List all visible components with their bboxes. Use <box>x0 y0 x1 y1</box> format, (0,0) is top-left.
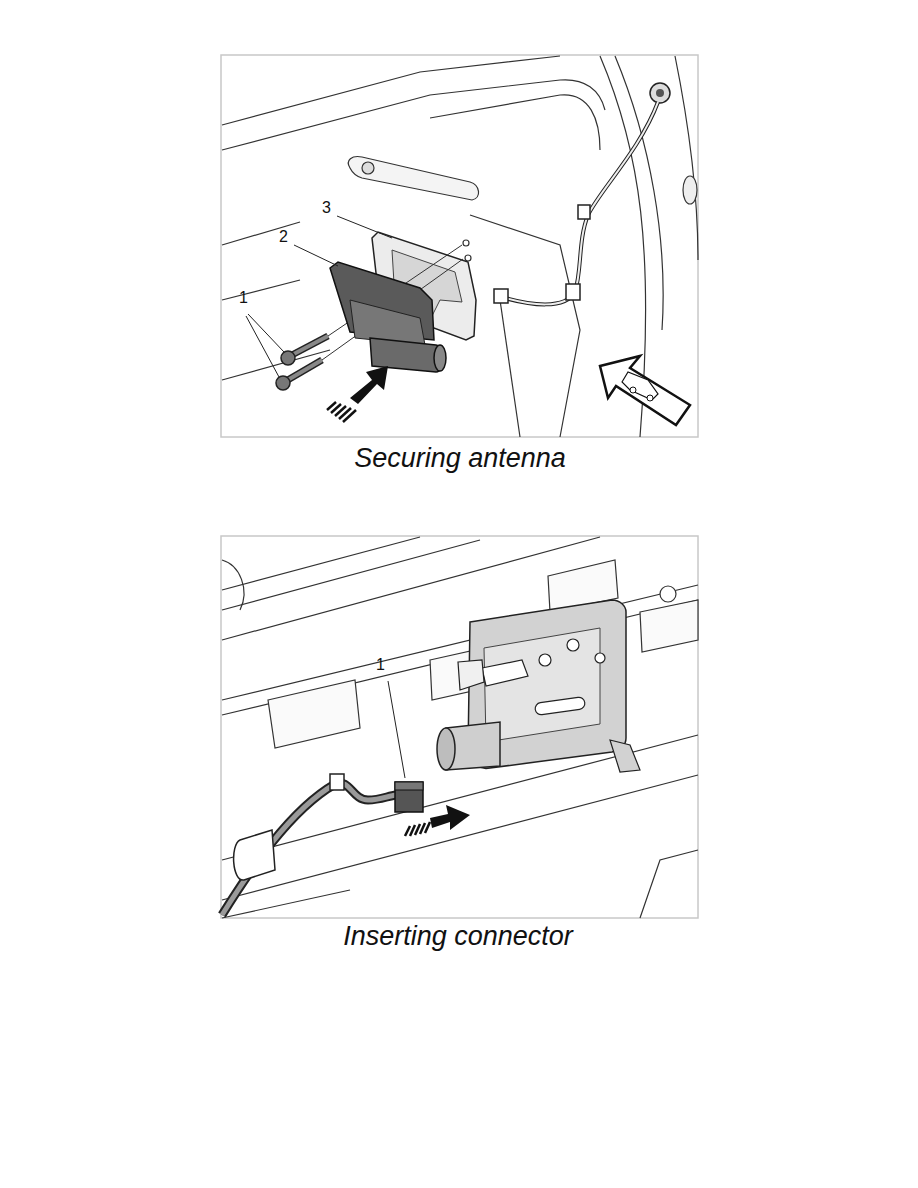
connector <box>395 782 423 812</box>
cable <box>330 774 344 790</box>
figure-caption: Securing antenna <box>354 444 566 474</box>
bumper-body <box>463 240 469 246</box>
leader-lines <box>388 681 405 778</box>
antenna-module <box>482 660 528 686</box>
direction-arrow <box>343 410 356 422</box>
panel-frame <box>221 55 698 437</box>
vehicle-direction-symbol <box>630 387 636 393</box>
bumper-body <box>430 95 600 150</box>
direction-arrow <box>405 805 470 836</box>
callout-number: 1 <box>376 657 385 673</box>
figure-caption: Inserting connector <box>343 922 573 952</box>
leader-lines <box>294 245 338 266</box>
panel-frame <box>221 536 698 918</box>
bumper-body <box>362 162 374 174</box>
wire-harness <box>505 102 658 304</box>
antenna-housing <box>434 345 446 371</box>
leader-lines <box>246 216 392 377</box>
cable <box>222 783 396 915</box>
leader-lines <box>337 216 392 238</box>
antenna-module <box>567 639 579 651</box>
vehicle-direction-symbol <box>600 356 690 425</box>
vehicle-direction-symbol <box>600 356 690 425</box>
wire-harness <box>650 83 670 103</box>
bumper-body <box>222 56 698 437</box>
cable <box>222 783 396 915</box>
wire-harness <box>494 83 670 304</box>
antenna-module <box>539 654 551 666</box>
antenna-module <box>534 697 585 716</box>
bumper-body <box>465 255 471 261</box>
wire-harness <box>566 284 580 300</box>
direction-arrow <box>405 826 410 836</box>
direction-arrow <box>327 366 388 422</box>
bumper-body <box>640 850 698 918</box>
cable <box>222 774 396 915</box>
antenna-module <box>484 628 600 742</box>
callout-number: 3 <box>322 200 331 216</box>
screws <box>276 376 290 390</box>
bumper-body <box>348 157 478 200</box>
screws <box>286 360 322 381</box>
screws <box>290 336 328 356</box>
bumper-body <box>683 176 697 204</box>
connector <box>395 782 423 790</box>
leader-lines <box>246 316 279 377</box>
leader-lines <box>388 681 405 778</box>
vehicle-direction-symbol <box>647 395 653 401</box>
direction-arrow <box>425 822 430 833</box>
connector <box>395 782 423 812</box>
wire-harness <box>578 205 590 219</box>
wire-harness <box>494 289 508 303</box>
bumper-body <box>222 560 244 610</box>
bumper-body <box>222 890 350 918</box>
screws <box>286 360 322 381</box>
bumper-body <box>268 680 360 748</box>
screws <box>276 336 328 390</box>
bumper-body <box>675 56 698 260</box>
bumper-body <box>660 586 676 602</box>
antenna-housing <box>370 338 444 372</box>
bumper-body <box>470 215 580 437</box>
bumper-body <box>222 280 300 300</box>
direction-arrow <box>327 402 356 422</box>
bumper-body <box>500 300 520 437</box>
panel-frame <box>221 536 698 918</box>
screws <box>290 336 328 356</box>
screws <box>281 351 295 365</box>
bumper-body <box>222 80 605 150</box>
vehicle-direction-symbol <box>622 372 658 400</box>
antenna-housing <box>350 300 425 345</box>
antenna-module <box>437 728 455 770</box>
callout-number: 1 <box>239 290 248 306</box>
direction-arrow <box>350 366 388 404</box>
leader-lines <box>248 314 284 352</box>
callout-number: 2 <box>279 229 288 245</box>
antenna-module <box>610 740 640 772</box>
bumper-body <box>640 600 698 652</box>
bumper-body <box>222 775 698 900</box>
bumper-body <box>222 222 300 245</box>
direction-arrow <box>405 822 430 836</box>
bumper-body <box>222 56 560 125</box>
wire-harness <box>656 89 664 97</box>
antenna-module <box>437 600 640 772</box>
bumper-body <box>222 537 420 590</box>
bumper-body <box>222 537 698 918</box>
antenna-housing <box>330 262 446 372</box>
antenna-module <box>458 660 484 690</box>
panel-frame <box>221 55 698 437</box>
direction-arrow <box>430 805 470 830</box>
bumper-body <box>222 350 330 380</box>
wire-harness <box>505 102 658 304</box>
antenna-module <box>595 653 605 663</box>
cable <box>234 830 275 880</box>
bumper-body <box>222 540 480 610</box>
